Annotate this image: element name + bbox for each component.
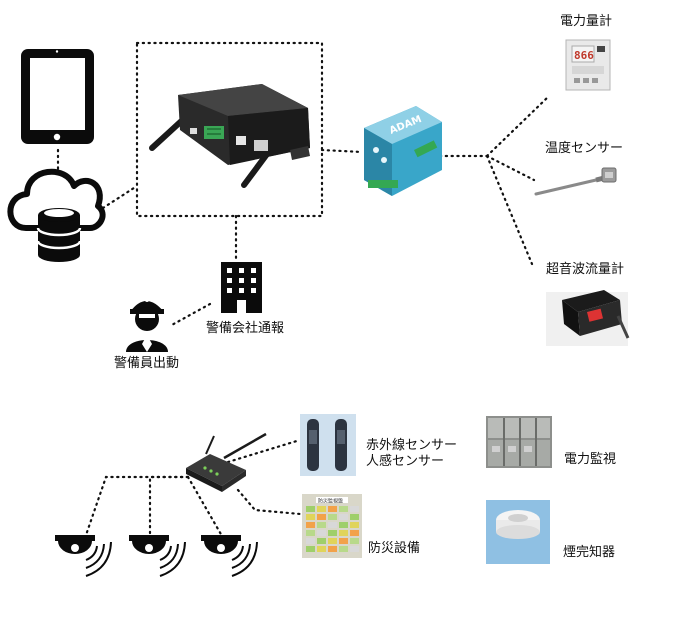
panel-indicator bbox=[317, 538, 326, 544]
cloud-database-icon bbox=[7, 168, 106, 262]
label-infrared-sensor: 赤外線センサー bbox=[366, 438, 458, 453]
temperature-sensor-image bbox=[534, 167, 617, 196]
gateway-frame bbox=[135, 41, 324, 218]
link-router-cam-mid bbox=[148, 475, 190, 538]
panel-indicator bbox=[306, 506, 315, 512]
building-icon bbox=[221, 262, 262, 313]
link-router-ir bbox=[226, 438, 302, 464]
panel-indicator bbox=[317, 522, 326, 528]
panel-indicator bbox=[306, 546, 315, 552]
panel-indicator bbox=[328, 530, 337, 536]
panel-indicator bbox=[328, 546, 337, 552]
panel-indicator bbox=[317, 506, 326, 512]
smoke-detector-image bbox=[486, 500, 550, 564]
adam-converter-image: ADAM bbox=[364, 106, 442, 196]
link-hub-power-meter bbox=[485, 95, 550, 158]
panel-indicator bbox=[350, 530, 359, 536]
panel-indicator bbox=[328, 506, 337, 512]
label-ultrasonic-flowmeter: 超音波流量計 bbox=[546, 262, 625, 277]
link-router-cam-right bbox=[186, 475, 224, 538]
panel-indicator bbox=[317, 546, 326, 552]
infrared-sensor-image bbox=[300, 414, 356, 476]
wireless-router-image bbox=[186, 432, 267, 492]
panel-indicator bbox=[306, 530, 315, 536]
panel-indicator bbox=[350, 546, 359, 552]
panel-indicator bbox=[350, 506, 359, 512]
link-gateway-converter bbox=[320, 148, 364, 154]
tablet-icon bbox=[21, 49, 94, 144]
label-smoke-detector: 煙完知器 bbox=[563, 545, 616, 560]
panel-indicator bbox=[350, 522, 359, 528]
panel-indicator bbox=[339, 546, 348, 552]
gateway-router-image bbox=[149, 84, 310, 188]
camera-middle-icon bbox=[129, 535, 186, 577]
svg-text:866: 866 bbox=[574, 49, 594, 62]
link-router-fire bbox=[236, 488, 302, 516]
security-guard-icon bbox=[126, 298, 168, 352]
panel-indicator bbox=[328, 522, 337, 528]
panel-indicator bbox=[306, 538, 315, 544]
panel-indicator bbox=[328, 538, 337, 544]
panel-indicator bbox=[339, 530, 348, 536]
panel-plate-text: 防災監視盤 bbox=[318, 498, 343, 505]
camera-left-icon bbox=[55, 535, 112, 577]
link-hub-temp-sensor bbox=[485, 154, 536, 182]
panel-indicator bbox=[328, 514, 337, 520]
panel-indicator bbox=[339, 538, 348, 544]
panel-indicator bbox=[339, 506, 348, 512]
panel-indicator bbox=[317, 514, 326, 520]
label-motion-sensor: 人感センサー bbox=[366, 454, 445, 469]
panel-indicator bbox=[339, 522, 348, 528]
link-cloud-gateway bbox=[101, 184, 139, 210]
link-router-cam-left bbox=[84, 475, 190, 537]
power-meter-image: 866 bbox=[565, 39, 611, 91]
link-building-guard bbox=[168, 302, 212, 328]
ultrasonic-flowmeter-image bbox=[546, 290, 630, 346]
panel-indicator bbox=[306, 514, 315, 520]
label-power-meter: 電力量計 bbox=[560, 14, 613, 29]
panel-indicator bbox=[350, 514, 359, 520]
connections bbox=[56, 41, 550, 538]
panel-indicator bbox=[317, 530, 326, 536]
link-hub-flowmeter bbox=[485, 154, 534, 266]
label-guard-dispatch: 警備員出動 bbox=[114, 356, 180, 371]
fire-equipment-panel-image: 防災監視盤 bbox=[302, 494, 362, 558]
label-fire-equipment: 防災設備 bbox=[368, 541, 421, 556]
panel-indicator bbox=[339, 514, 348, 520]
camera-right-icon bbox=[201, 535, 258, 577]
panel-indicator bbox=[306, 522, 315, 528]
panel-indicator bbox=[350, 538, 359, 544]
label-temperature-sensor: 温度センサー bbox=[545, 141, 624, 156]
power-monitoring-image bbox=[486, 416, 552, 468]
label-security-company: 警備会社通報 bbox=[206, 321, 285, 336]
label-power-monitoring: 電力監視 bbox=[564, 452, 617, 467]
